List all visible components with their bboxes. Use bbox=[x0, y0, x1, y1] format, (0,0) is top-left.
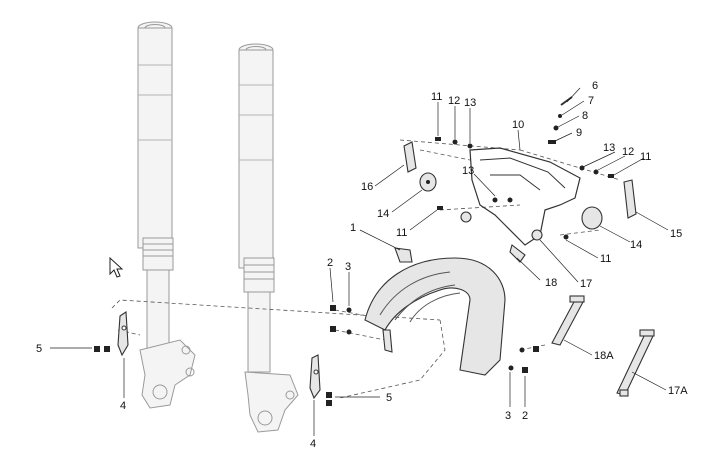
callout-4: 4 bbox=[120, 400, 126, 412]
callout-1: 1 bbox=[350, 222, 356, 234]
fasteners-left bbox=[330, 305, 539, 373]
callout-3: 3 bbox=[505, 410, 511, 422]
right-fork-leg bbox=[238, 43, 299, 433]
reflector-right bbox=[581, 206, 603, 230]
callout-9: 9 bbox=[576, 127, 582, 139]
fender-bracket bbox=[460, 147, 581, 263]
left-fork-leg bbox=[137, 21, 196, 409]
bolt-stack bbox=[548, 96, 573, 144]
callout-14: 14 bbox=[630, 239, 642, 251]
callout-15: 15 bbox=[670, 228, 682, 240]
stay-17A bbox=[616, 329, 655, 397]
front-fender bbox=[364, 247, 506, 376]
callout-14: 14 bbox=[377, 208, 389, 220]
callout-11: 11 bbox=[396, 227, 407, 239]
callout-17: 17 bbox=[580, 278, 592, 290]
callout-3: 3 bbox=[345, 261, 351, 273]
callout-7: 7 bbox=[588, 95, 594, 107]
callout-11: 11 bbox=[640, 151, 651, 163]
callout-17A: 17A bbox=[668, 385, 688, 397]
callout-4: 4 bbox=[310, 438, 316, 450]
callout-10: 10 bbox=[512, 119, 524, 131]
hose-guide-right bbox=[309, 354, 332, 406]
callout-13: 13 bbox=[464, 97, 476, 109]
callout-18A: 18A bbox=[594, 350, 614, 362]
callout-6: 6 bbox=[592, 80, 598, 92]
callout-2: 2 bbox=[327, 257, 333, 269]
callout-2: 2 bbox=[522, 410, 528, 422]
callout-11: 11 bbox=[431, 91, 442, 103]
callout-labels: 1 2 2 3 3 4 4 5 5 6 7 8 9 10 11 11 11 11… bbox=[36, 80, 688, 450]
callout-11: 11 bbox=[600, 253, 611, 265]
hose-guide-left bbox=[94, 311, 129, 357]
clip-left bbox=[403, 141, 417, 173]
callout-8: 8 bbox=[582, 110, 588, 122]
callout-13: 13 bbox=[603, 142, 615, 154]
callout-16: 16 bbox=[361, 181, 373, 193]
leader-lines bbox=[50, 87, 669, 436]
fasteners-top bbox=[435, 137, 614, 240]
clip-right bbox=[623, 179, 637, 219]
callout-12: 12 bbox=[622, 146, 634, 158]
mouse-pointer-icon bbox=[109, 256, 124, 278]
callout-18: 18 bbox=[545, 277, 557, 289]
callout-5: 5 bbox=[386, 392, 392, 404]
callout-12: 12 bbox=[448, 95, 460, 107]
stay-18A bbox=[551, 295, 585, 346]
callout-5: 5 bbox=[36, 343, 42, 355]
callout-13: 13 bbox=[462, 165, 474, 177]
